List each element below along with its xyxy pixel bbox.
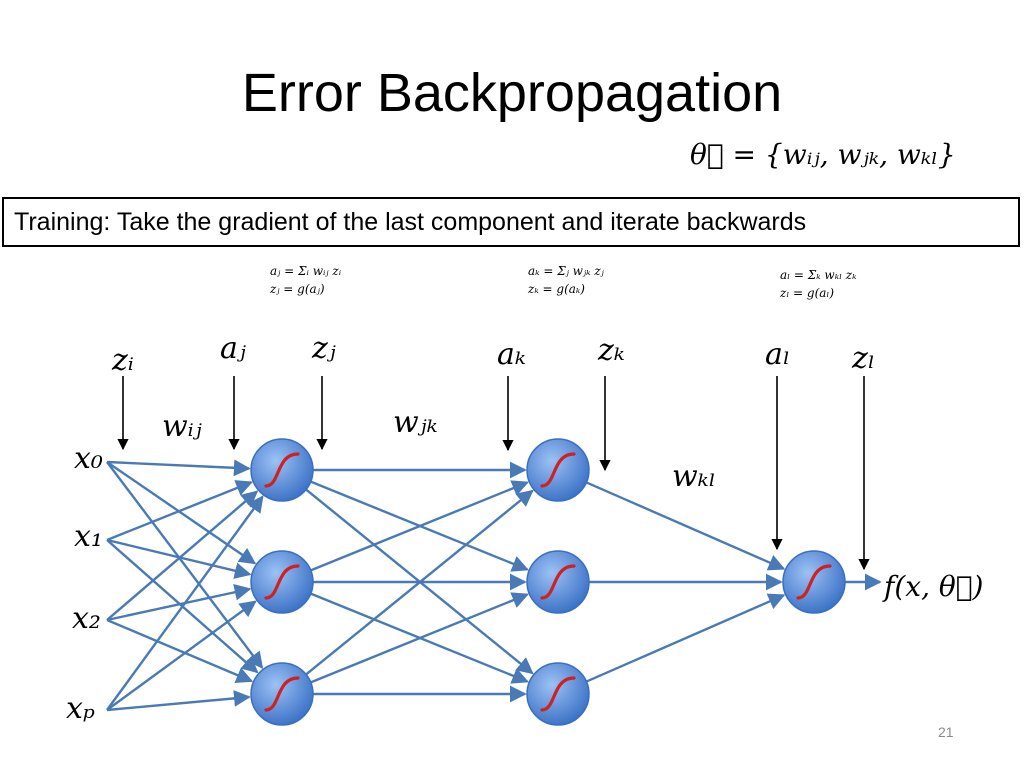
hidden2-node-1-circle bbox=[526, 550, 590, 614]
network-nodes bbox=[250, 438, 846, 726]
edge-input-0-to-h1-2 bbox=[106, 461, 264, 669]
network-edges bbox=[106, 459, 882, 712]
sigmoid-icon bbox=[540, 452, 576, 488]
hidden1-activation-eq: aⱼ = Σᵢ wᵢⱼ zᵢ bbox=[270, 264, 342, 278]
training-callout-box: Training: Take the gradient of the last … bbox=[2, 197, 1020, 247]
hidden1-node-0-circle bbox=[250, 438, 314, 502]
hidden1-node-1-circle bbox=[250, 550, 314, 614]
hidden2-node-1 bbox=[526, 550, 590, 614]
training-callout-text: Training: Take the gradient of the last … bbox=[14, 208, 807, 236]
output-equations: aₗ = Σₖ wₖₗ zₖ zₗ = g(aₗ) bbox=[780, 266, 857, 302]
label-a-j: aⱼ bbox=[220, 331, 246, 366]
edge-h2-0-to-output bbox=[585, 481, 786, 571]
hidden2-node-2-circle bbox=[526, 662, 590, 726]
sigmoid-icon bbox=[540, 564, 576, 600]
label-z-l: zₗ bbox=[851, 341, 875, 376]
sigmoid-icon bbox=[264, 452, 300, 488]
edge-input-0-to-h1-0 bbox=[106, 459, 251, 477]
parameter-equation: θ⃗ = {wᵢⱼ, wⱼₖ, wₖₗ} bbox=[690, 138, 956, 171]
label-a-l: aₗ bbox=[765, 337, 790, 372]
output-activation-eq: aₗ = Σₖ wₖₗ zₖ bbox=[780, 268, 857, 282]
edge-input-1-to-h1-1 bbox=[106, 538, 252, 579]
edge-input-3-to-h1-2 bbox=[106, 690, 251, 712]
hidden1-output-eq: zⱼ = g(aⱼ) bbox=[270, 282, 325, 296]
edge-h1-1-to-h2-0 bbox=[310, 480, 529, 572]
label-x-1: x₁ bbox=[74, 519, 103, 554]
output-node-circle bbox=[782, 550, 846, 614]
label-w-ij: wᵢⱼ bbox=[162, 409, 202, 444]
hidden1-node-2-circle bbox=[250, 662, 314, 726]
edge-input-1-to-h1-0 bbox=[106, 480, 253, 542]
hidden1-equations: aⱼ = Σᵢ wᵢⱼ zᵢ zⱼ = g(aⱼ) bbox=[270, 262, 341, 298]
sigmoid-icon bbox=[264, 676, 300, 712]
label-z-k: zₖ bbox=[597, 333, 625, 368]
label-x-0: x₀ bbox=[74, 441, 103, 476]
label-z-i: zᵢ bbox=[111, 343, 134, 378]
hidden1-node-2 bbox=[250, 662, 314, 726]
hidden1-node-1 bbox=[250, 550, 314, 614]
hidden2-equations: aₖ = Σⱼ wⱼₖ zⱼ zₖ = g(aₖ) bbox=[528, 262, 604, 298]
label-x-2: x₂ bbox=[72, 601, 101, 636]
edge-input-2-to-h1-2 bbox=[106, 618, 254, 683]
label-a-k: aₖ bbox=[497, 337, 526, 372]
hidden1-node-0 bbox=[250, 438, 314, 502]
hidden2-node-0 bbox=[526, 438, 590, 502]
signal-arrows bbox=[117, 376, 870, 571]
hidden2-output-eq: zₖ = g(aₖ) bbox=[528, 282, 585, 296]
label-output-function: f(x, θ⃗) bbox=[882, 570, 983, 603]
sigmoid-icon bbox=[540, 676, 576, 712]
sigmoid-icon bbox=[796, 564, 832, 600]
label-w-jk: wⱼₖ bbox=[393, 405, 438, 440]
output-node bbox=[782, 550, 846, 614]
hidden2-node-0-circle bbox=[526, 438, 590, 502]
edge-input-2-to-h1-1 bbox=[106, 584, 252, 622]
label-x-p: xₚ bbox=[66, 691, 95, 726]
edge-h2-2-to-output bbox=[585, 593, 786, 683]
output-output-eq: zₗ = g(aₗ) bbox=[780, 286, 835, 300]
label-w-kl: wₖₗ bbox=[672, 459, 716, 494]
hidden2-activation-eq: aₖ = Σⱼ wⱼₖ zⱼ bbox=[528, 264, 604, 278]
edge-input-2-to-h1-0 bbox=[106, 490, 259, 621]
page-number: 21 bbox=[938, 724, 954, 740]
edge-input-3-to-h1-1 bbox=[106, 600, 257, 711]
hidden2-node-2 bbox=[526, 662, 590, 726]
edge-input-3-to-h1-0 bbox=[106, 495, 264, 711]
edge-h1-2-to-h2-1 bbox=[310, 592, 529, 684]
edge-h1-2-to-h2-0 bbox=[305, 489, 534, 676]
slide-title: Error Backpropagation bbox=[241, 63, 783, 123]
sigmoid-icon bbox=[264, 564, 300, 600]
edge-input-0-to-h1-1 bbox=[106, 461, 257, 565]
label-z-j: zⱼ bbox=[311, 331, 336, 366]
